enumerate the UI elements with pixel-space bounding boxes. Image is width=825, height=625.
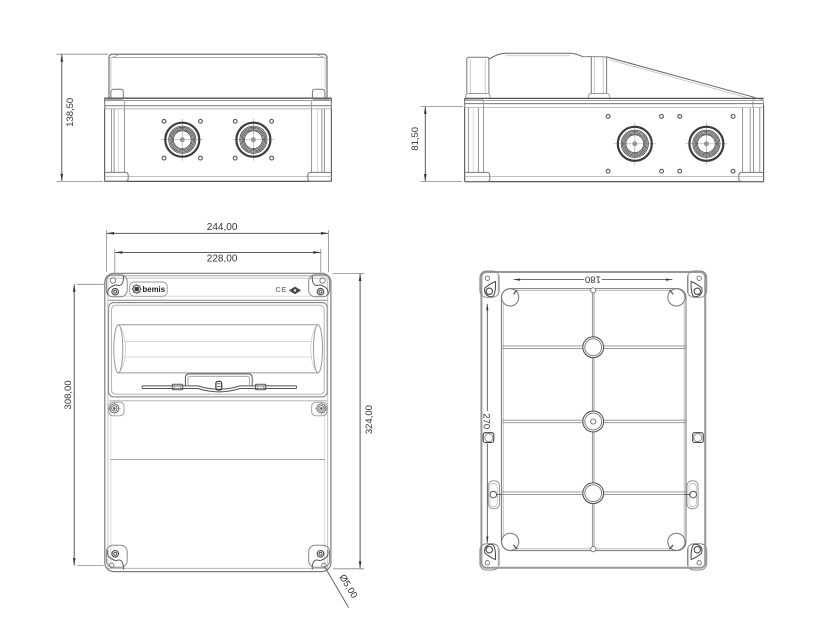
svg-text:bemis: bemis: [143, 285, 166, 294]
svg-text:324,00: 324,00: [364, 405, 375, 434]
svg-text:244,00: 244,00: [207, 222, 238, 233]
svg-text:308,00: 308,00: [63, 380, 74, 409]
svg-text:138,50: 138,50: [65, 98, 76, 127]
svg-text:81,50: 81,50: [410, 127, 421, 151]
svg-text:CE: CE: [275, 285, 287, 294]
svg-text:180: 180: [585, 273, 601, 284]
svg-text:270: 270: [480, 413, 491, 429]
svg-text:228,00: 228,00: [207, 254, 238, 265]
